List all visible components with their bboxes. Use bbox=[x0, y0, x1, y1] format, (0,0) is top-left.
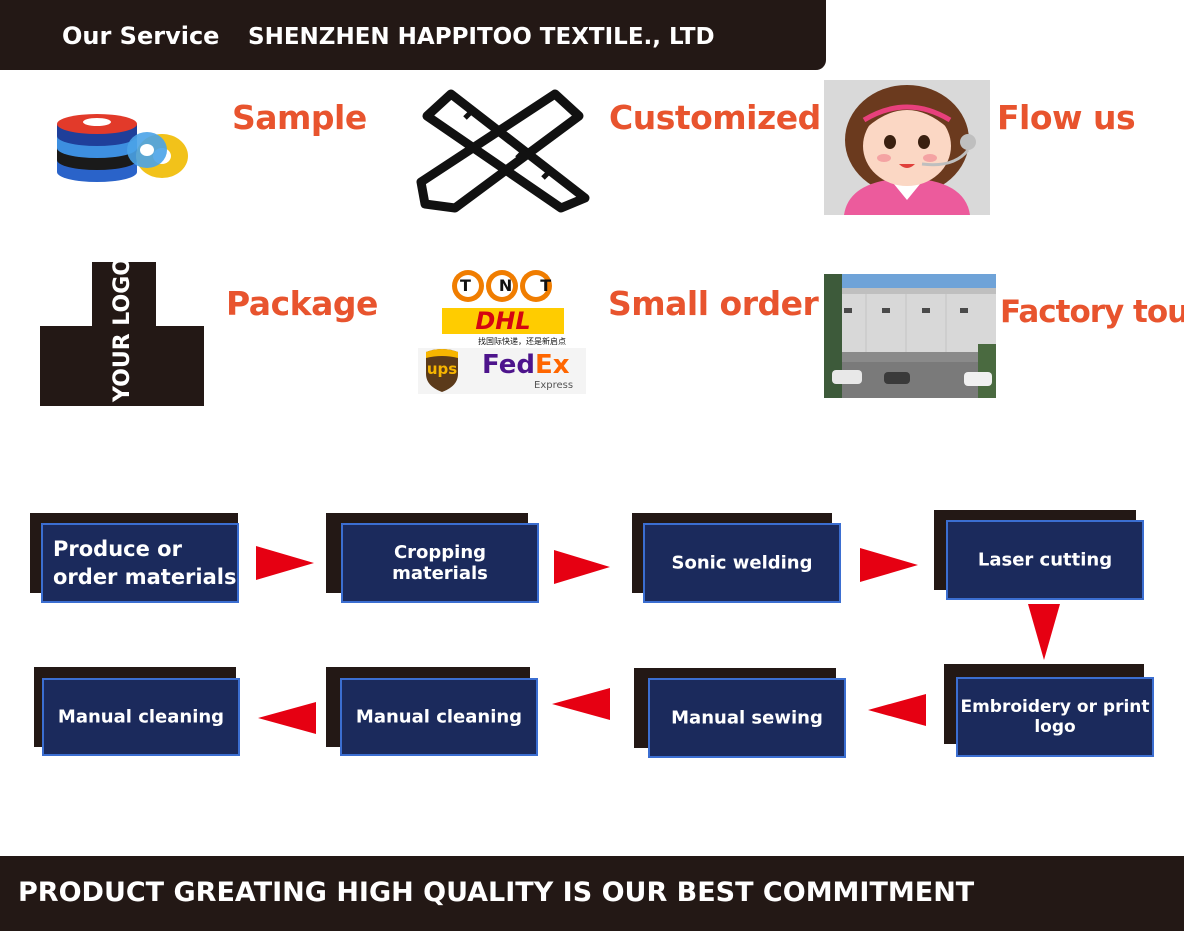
tnt-text: TNT bbox=[460, 276, 580, 295]
footer-slogan: PRODUCT GREATING HIGH QUALITY IS OUR BES… bbox=[18, 877, 975, 908]
fedex-ex: Ex bbox=[534, 350, 570, 380]
courier-slogan: 找国际快递，还是新启点 bbox=[478, 337, 566, 346]
process-step: Cropping materials bbox=[341, 523, 539, 603]
dhl-text: DHL bbox=[475, 307, 531, 335]
courier-logos-icon: TNT DHL 找国际快递，还是新启点 ups FedEx Express bbox=[418, 268, 586, 394]
footer-bar bbox=[0, 856, 1184, 931]
arrow-down-icon bbox=[1028, 604, 1060, 660]
company-name: SHENZHEN HAPPITOO TEXTILE., LTD bbox=[248, 24, 715, 50]
arrow-right-icon bbox=[256, 546, 314, 580]
tnt-logo-icon bbox=[452, 270, 552, 302]
process-step: Manual sewing bbox=[648, 678, 846, 758]
service-label: Customized bbox=[609, 98, 821, 137]
process-step: Manual cleaning bbox=[42, 678, 240, 756]
logo-tag-icon bbox=[40, 262, 204, 406]
process-step-label: Manual cleaning bbox=[355, 706, 523, 728]
logo-tag-text: YOUR LOGO bbox=[110, 256, 135, 402]
section-title: Our Service bbox=[62, 22, 220, 50]
process-step-label: Sonic welding bbox=[671, 552, 813, 574]
fedex-fed: Fed bbox=[482, 350, 535, 380]
process-step-label: Laser cutting bbox=[977, 549, 1113, 571]
process-step: Manual cleaning bbox=[340, 678, 538, 756]
fedex-logo: FedEx bbox=[482, 350, 569, 380]
service-label: Factory tour bbox=[1000, 294, 1184, 330]
arrow-right-icon bbox=[860, 548, 918, 582]
process-step: Sonic welding bbox=[643, 523, 841, 603]
service-label: Small order bbox=[608, 284, 819, 323]
arrow-left-icon bbox=[552, 688, 610, 720]
process-step-label: Embroidery or print logo bbox=[960, 697, 1150, 737]
header-bar bbox=[0, 0, 826, 70]
process-step-label: Manual cleaning bbox=[57, 706, 225, 728]
ups-shield-icon bbox=[426, 349, 458, 392]
process-step-label: Manual sewing bbox=[671, 707, 823, 729]
arrow-left-icon bbox=[868, 694, 926, 726]
process-step: Produce or order materials bbox=[41, 523, 239, 603]
support-agent-icon bbox=[824, 80, 990, 215]
arrow-left-icon bbox=[258, 702, 316, 734]
process-step: Laser cutting bbox=[946, 520, 1144, 600]
service-label: Package bbox=[226, 284, 378, 323]
factory-building-icon bbox=[824, 274, 996, 398]
process-step: Embroidery or print logo bbox=[956, 677, 1154, 757]
service-label: Sample bbox=[232, 98, 367, 137]
ruler-pencil-icon bbox=[416, 89, 590, 213]
service-label: Flow us bbox=[997, 98, 1136, 137]
arrow-right-icon bbox=[554, 550, 610, 584]
dhl-band bbox=[442, 308, 564, 334]
process-step-label: Produce or order materials bbox=[53, 537, 237, 589]
fedex-express: Express bbox=[534, 380, 574, 391]
ups-text: ups bbox=[426, 360, 458, 378]
velcro-rolls-icon bbox=[57, 114, 188, 182]
process-step-label: Cropping materials bbox=[392, 542, 488, 584]
